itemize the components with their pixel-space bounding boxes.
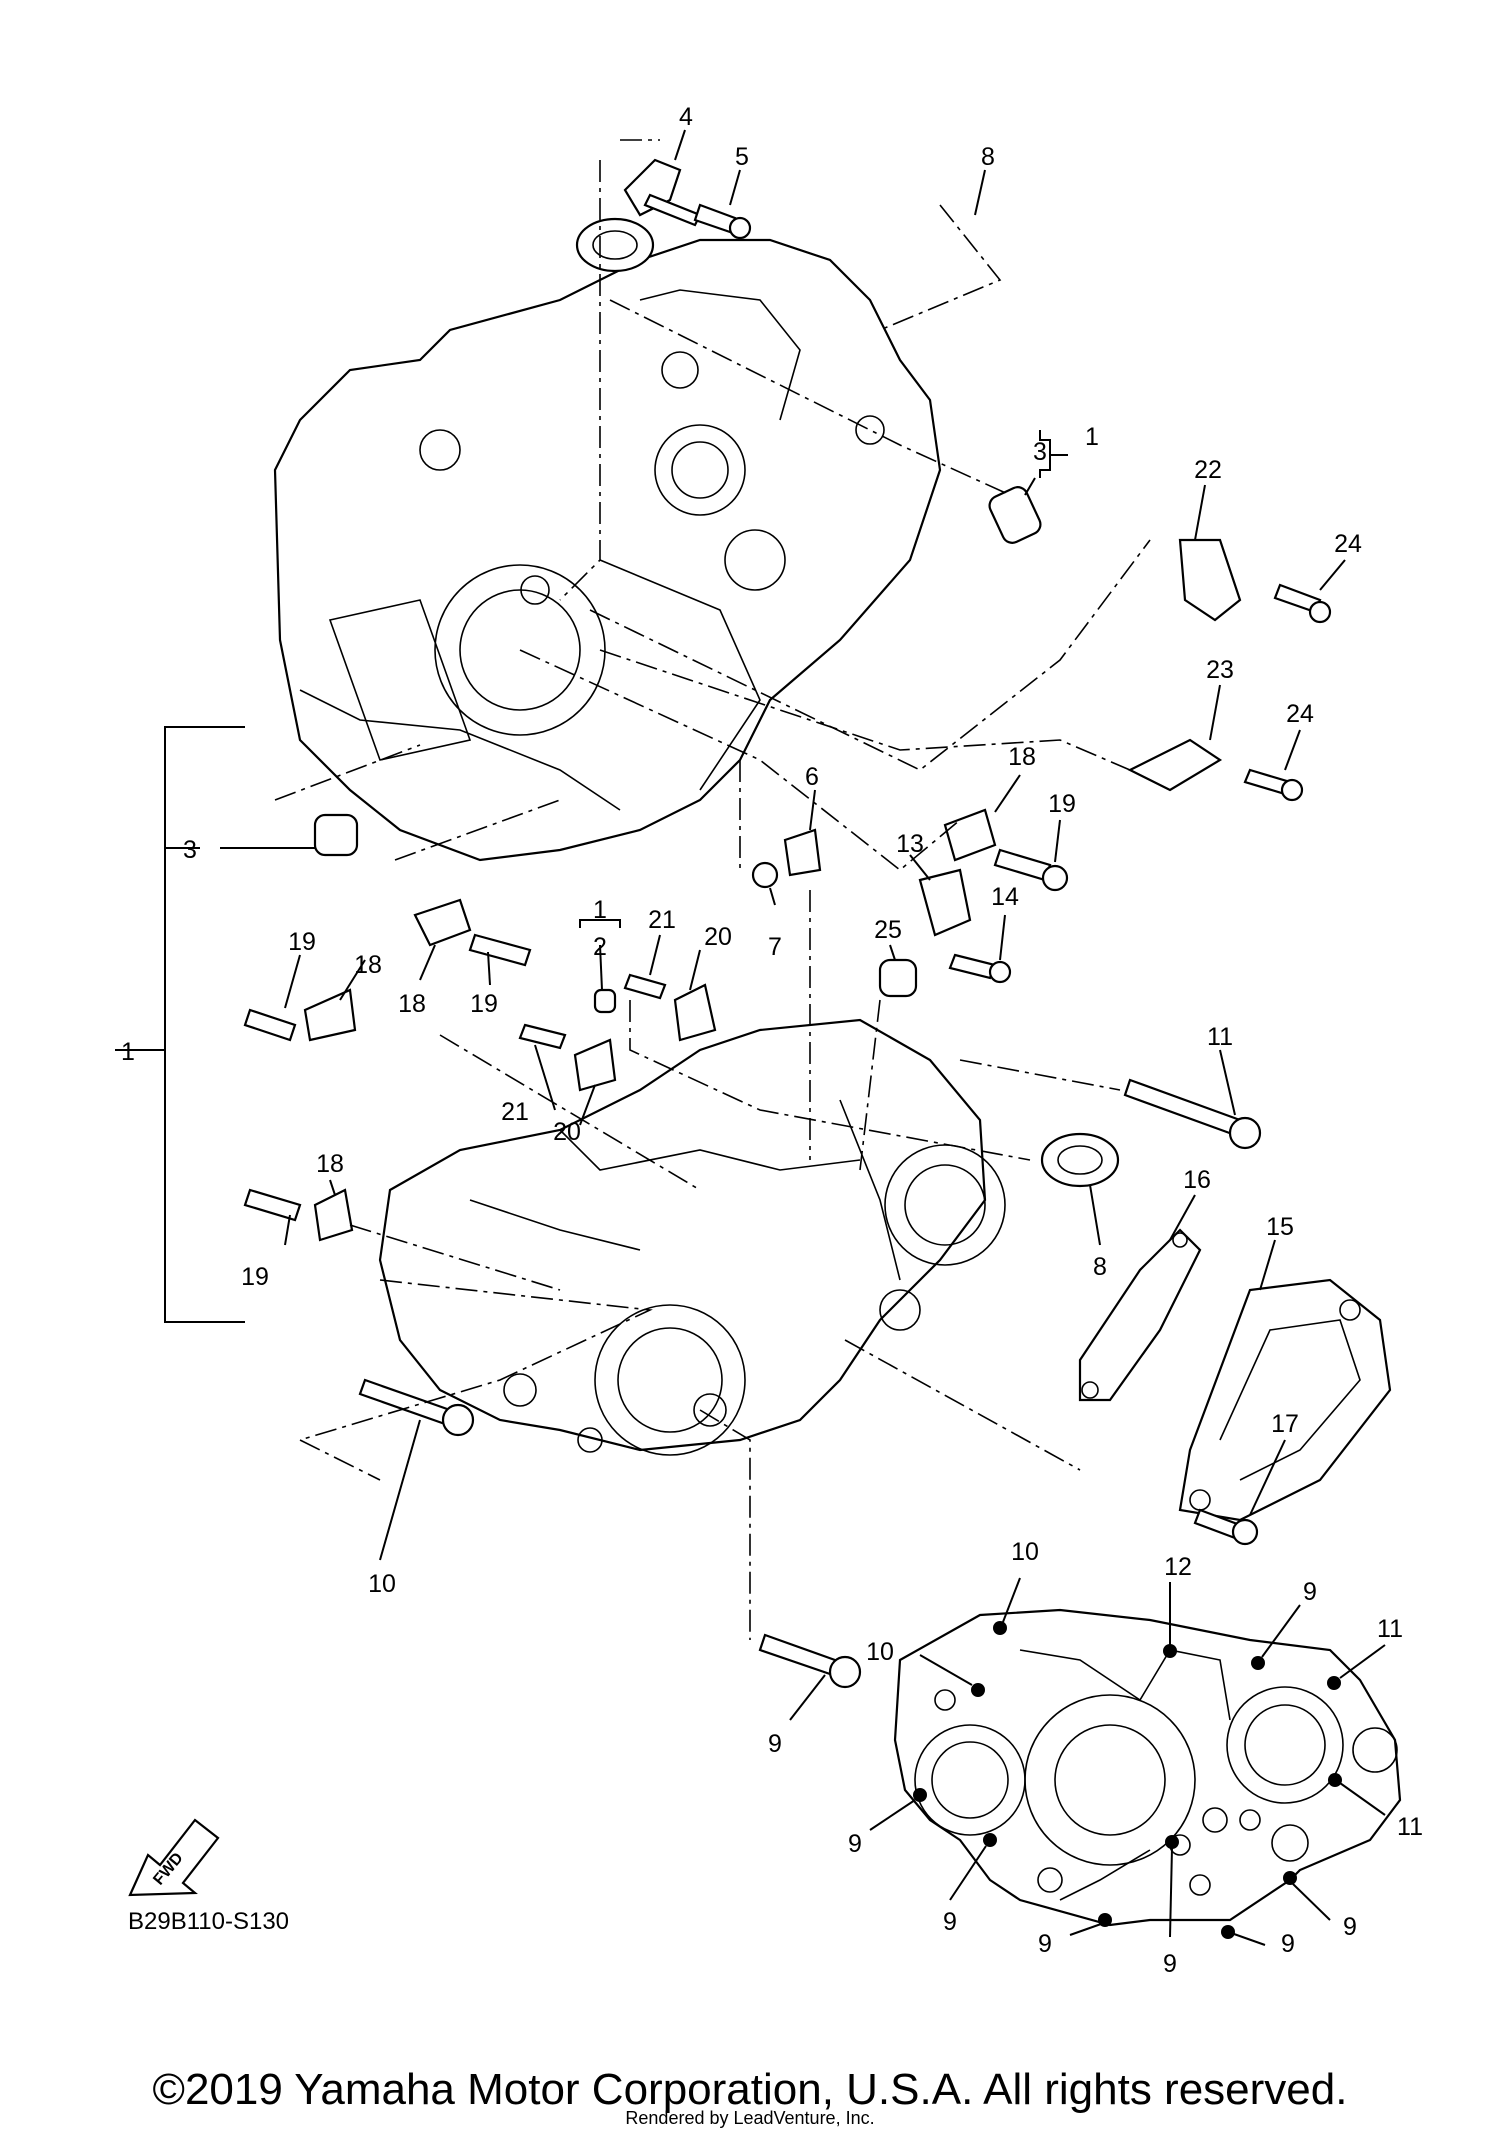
callout-label: 19 — [1048, 790, 1076, 818]
callout-label: 9 — [1281, 1930, 1295, 1958]
footer-copyright: ©2019 Yamaha Motor Corporation, U.S.A. A… — [152, 2065, 1348, 2114]
callout-label: 7 — [768, 933, 782, 961]
footer-rendered-by: Rendered by LeadVenture, Inc. — [625, 2108, 875, 2128]
callout-label: 3 — [183, 836, 197, 864]
callout-label: 11 — [1207, 1023, 1233, 1051]
callout-label: 19 — [241, 1263, 269, 1291]
callout-label: 18 — [398, 990, 426, 1018]
fwd-arrow-icon: FWD — [128, 1818, 220, 1897]
callout-label: 9 — [1303, 1578, 1317, 1606]
callout-label: 1 — [1085, 423, 1099, 451]
callout-label: 25 — [874, 916, 902, 944]
callout-label: 2 — [593, 933, 607, 961]
callout-label: 20 — [704, 923, 732, 951]
callout-label: 9 — [1163, 1950, 1177, 1978]
callout-label: 17 — [1271, 1410, 1299, 1438]
callout-label: 8 — [981, 143, 995, 171]
callout-label: 23 — [1206, 656, 1234, 684]
callout-labels: 1 1 1 2 3 3 4 5 6 7 8 8 9 9 9 9 9 9 9 9 … — [121, 103, 1423, 1978]
callout-label: 16 — [1183, 1166, 1211, 1194]
callout-label: 24 — [1334, 530, 1362, 558]
diagram-code: B29B110-S130 — [128, 1908, 290, 1935]
callout-label: 11 — [1397, 1813, 1423, 1841]
callout-label: 19 — [470, 990, 498, 1018]
callout-label: 10 — [866, 1638, 894, 1666]
callout-label: 10 — [368, 1570, 396, 1598]
callout-label: 9 — [848, 1830, 862, 1858]
callout-label: 21 — [501, 1098, 529, 1126]
callout-label: 14 — [991, 883, 1019, 911]
callout-label: 12 — [1164, 1553, 1192, 1581]
callout-label: 9 — [768, 1730, 782, 1758]
upper-crankcase — [273, 238, 942, 862]
callout-label: 9 — [1038, 1930, 1052, 1958]
callout-label: 1 — [121, 1038, 135, 1066]
bolt-location-reference — [869, 1577, 1402, 1946]
assembly-lines — [274, 139, 1151, 1640]
callout-label: 3 — [1033, 438, 1047, 466]
callout-label: 24 — [1286, 700, 1314, 728]
sprocket-cover — [1178, 1278, 1392, 1522]
callout-label: 11 — [1377, 1615, 1403, 1643]
callout-label: 18 — [316, 1150, 344, 1178]
small-parts — [243, 158, 1332, 1689]
leader-lines — [115, 129, 1346, 1721]
callout-label: 8 — [1093, 1253, 1107, 1281]
callout-label: 4 — [679, 103, 693, 131]
callout-label: 19 — [288, 928, 316, 956]
callout-label: 20 — [553, 1118, 581, 1146]
callout-label: 6 — [805, 763, 819, 791]
sprocket-cover-gasket — [1078, 1228, 1202, 1402]
callout-label: 15 — [1266, 1213, 1294, 1241]
callout-label: 1 — [593, 896, 607, 924]
callout-label: 9 — [1343, 1913, 1357, 1941]
callout-label: 13 — [896, 830, 924, 858]
callout-label: 9 — [943, 1908, 957, 1936]
callout-label: 10 — [1011, 1538, 1039, 1566]
lower-crankcase — [378, 1018, 1006, 1456]
callout-label: 22 — [1194, 456, 1222, 484]
callout-label: 18 — [354, 951, 382, 979]
callout-label: 21 — [648, 906, 676, 934]
callout-label: 5 — [735, 143, 749, 171]
callout-label: 18 — [1008, 743, 1036, 771]
